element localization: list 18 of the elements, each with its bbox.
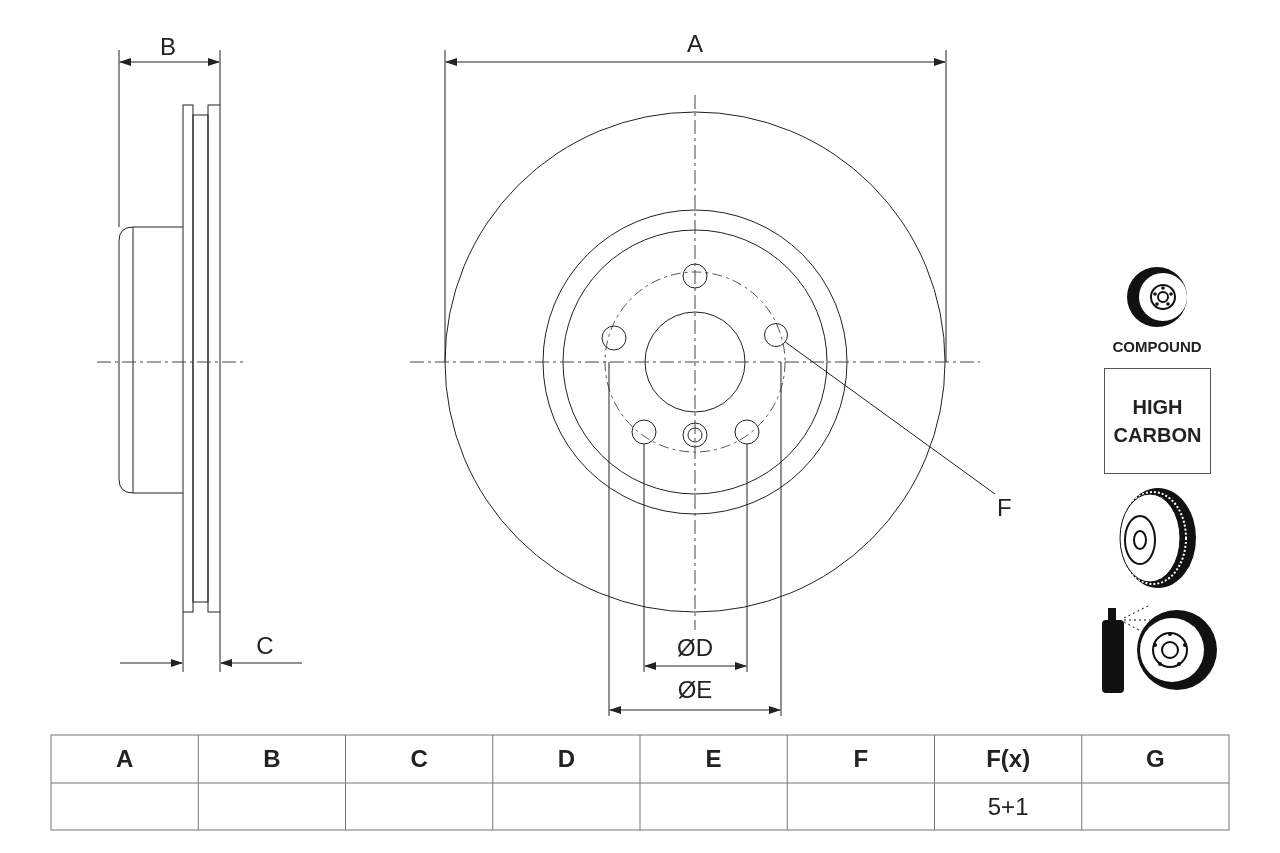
table-value: 5+1: [987, 795, 1029, 819]
column-header: F: [853, 747, 869, 771]
callout-letter: F: [997, 496, 1012, 520]
column-header: D: [557, 747, 576, 771]
column-header: E: [705, 747, 722, 771]
material-badge: HIGH CARBON: [1104, 368, 1211, 474]
leader-line: [785, 341, 996, 495]
column-header: G: [1146, 747, 1165, 771]
dimension-label: ØE: [677, 678, 713, 702]
dimension-label: ØD: [677, 636, 713, 660]
column-header: C: [410, 747, 428, 771]
icon-caption: COMPOUND: [1112, 338, 1202, 354]
dimension-label: B: [160, 35, 176, 59]
column-header: F(x): [986, 747, 1031, 771]
dimension-label: A: [687, 32, 703, 56]
dimension-label: C: [256, 634, 274, 658]
column-header: B: [263, 747, 281, 771]
column-header: A: [115, 747, 134, 771]
